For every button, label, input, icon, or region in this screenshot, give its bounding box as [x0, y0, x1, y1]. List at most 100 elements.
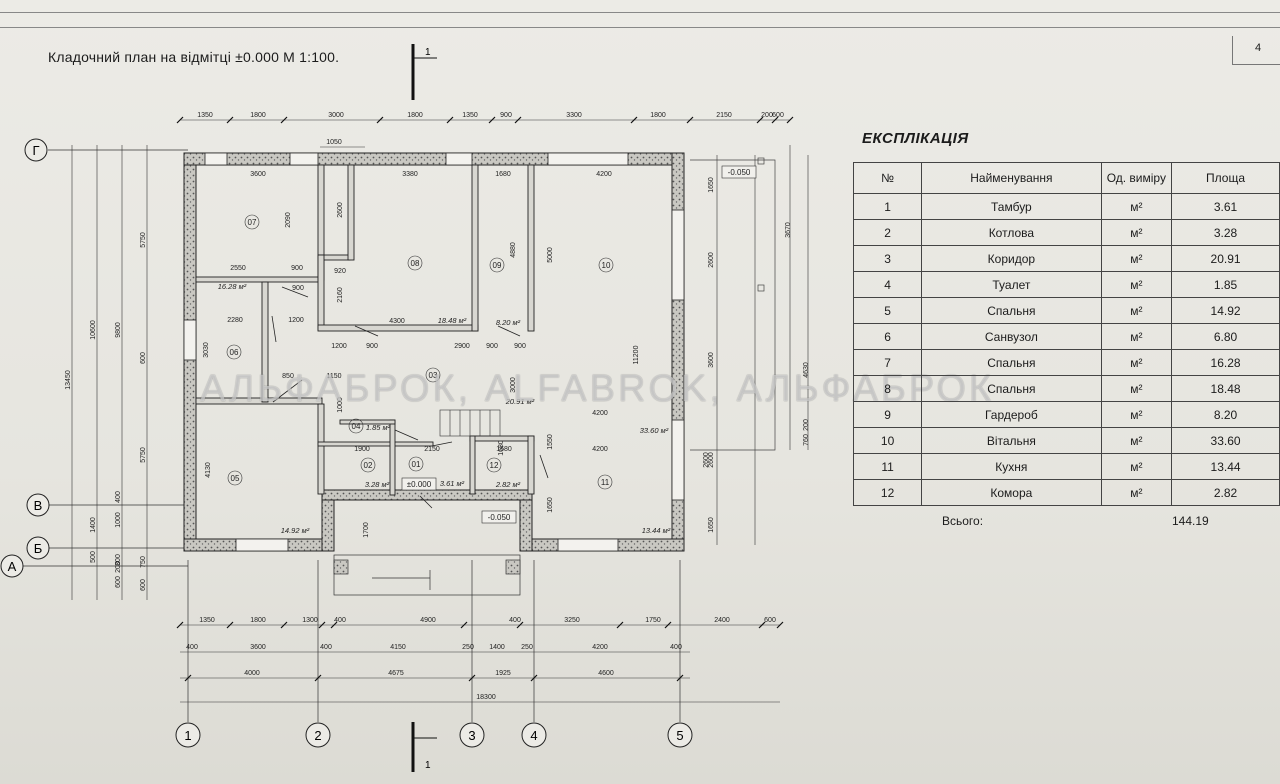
dimension-tick	[676, 674, 684, 682]
dim-interior: 3380	[402, 171, 418, 178]
dim-left: 5750	[140, 232, 147, 248]
dim-left: 13450	[65, 370, 72, 390]
axis-column-label: 5	[676, 728, 683, 743]
cell-area: 8.20	[1171, 401, 1280, 428]
dim-bottom-2: 250	[521, 644, 533, 651]
interior-walls	[195, 164, 535, 496]
dimension-tick	[176, 621, 184, 629]
header-area: Площа	[1171, 162, 1280, 194]
porch	[333, 554, 521, 596]
axis-column-label: 1	[184, 728, 191, 743]
dimension-tick	[226, 621, 234, 629]
room-area: 18.48 м²	[438, 316, 467, 325]
dimension-tick	[758, 621, 766, 629]
dim-right: 3670	[785, 222, 792, 238]
dim-right: 2600	[708, 252, 715, 268]
dimension-tick	[686, 116, 694, 124]
dim-bottom-2: 400	[670, 644, 682, 651]
dim-right: 1650	[708, 517, 715, 533]
header-name: Найменування	[921, 162, 1102, 194]
dim-interior: 4200	[592, 446, 608, 453]
room-number: 09	[493, 261, 502, 270]
dim-bottom-1: 1300	[302, 617, 318, 624]
dim-bottom-2: 400	[320, 644, 332, 651]
cell-area: 6.80	[1171, 323, 1280, 350]
cell-number: 9	[852, 401, 923, 428]
dimension-tick	[184, 674, 192, 682]
room-marker	[597, 474, 613, 490]
dimension-tick	[786, 116, 794, 124]
cell-name: Вітальня	[921, 427, 1102, 454]
axis-bubble	[521, 722, 547, 748]
dim-bottom-1: 1350	[199, 617, 215, 624]
dimension-tick	[468, 674, 476, 682]
cell-unit: м²	[1100, 375, 1173, 402]
dim-left: 500	[90, 551, 97, 563]
cell-number: 8	[852, 375, 923, 402]
cell-number: 1	[852, 193, 923, 220]
cell-area: 3.61	[1171, 193, 1280, 220]
cell-name: Кухня	[921, 453, 1102, 480]
dimension-tick	[280, 621, 288, 629]
dimension-tick	[226, 116, 234, 124]
axis-bubble	[24, 138, 48, 162]
dim-left: 1400	[90, 517, 97, 533]
cell-name: Спальня	[921, 349, 1102, 376]
explication-title: ЕКСПЛІКАЦІЯ	[862, 130, 969, 147]
dim-bottom-1: 400	[509, 617, 521, 624]
dim-top: 3300	[566, 112, 582, 119]
dim-interior: 2600	[703, 452, 710, 468]
dim-interior: 5000	[547, 247, 554, 263]
axis-bubble	[175, 722, 201, 748]
level-mark: ±0.000	[407, 480, 432, 489]
dim-left: 9800	[115, 322, 122, 338]
dim-interior: 2600	[337, 202, 344, 218]
dimension-tick	[446, 116, 454, 124]
cell-unit: м²	[1100, 427, 1173, 454]
room-marker	[407, 255, 423, 271]
dimension-tick	[176, 116, 184, 124]
dim-interior: 2150	[424, 446, 440, 453]
table-header-row: № Найменування Од. виміру Площа	[852, 162, 1280, 194]
room-area: 3.61 м²	[440, 479, 465, 488]
room-marker	[489, 257, 505, 273]
cell-name: Котлова	[921, 219, 1102, 246]
dim-left: 600	[115, 576, 122, 588]
axis-column-label: 4	[530, 728, 537, 743]
dim-left: 300	[115, 554, 122, 566]
door-swings	[271, 286, 549, 509]
frame-line	[0, 27, 1280, 28]
level-mark: -0.050	[728, 168, 751, 177]
dim-right: 2600	[708, 452, 715, 468]
dim-right: 200	[803, 419, 810, 431]
dim-right: 3600	[708, 352, 715, 368]
dim-top: 200	[761, 112, 773, 119]
total-label: Всього:	[942, 514, 984, 528]
room-marker	[244, 214, 260, 230]
dim-top-inner: 1050	[326, 139, 342, 146]
cell-number: 2	[852, 219, 923, 246]
dim-left: 750	[140, 556, 147, 568]
dim-interior: 1680	[495, 171, 511, 178]
cell-area: 13.44	[1171, 453, 1280, 480]
cell-unit: м²	[1100, 453, 1173, 480]
dim-bottom-1: 4900	[420, 617, 436, 624]
room-area: 16.28 м²	[218, 282, 247, 291]
axis-row-label: Г	[32, 143, 39, 158]
room-area: 2.82 м²	[495, 480, 521, 489]
room-area: 3.28 м²	[365, 480, 390, 489]
axis-lines	[22, 149, 681, 722]
dim-top: 1350	[462, 112, 478, 119]
exterior-walls	[183, 152, 685, 552]
axis-bubble	[26, 536, 50, 560]
